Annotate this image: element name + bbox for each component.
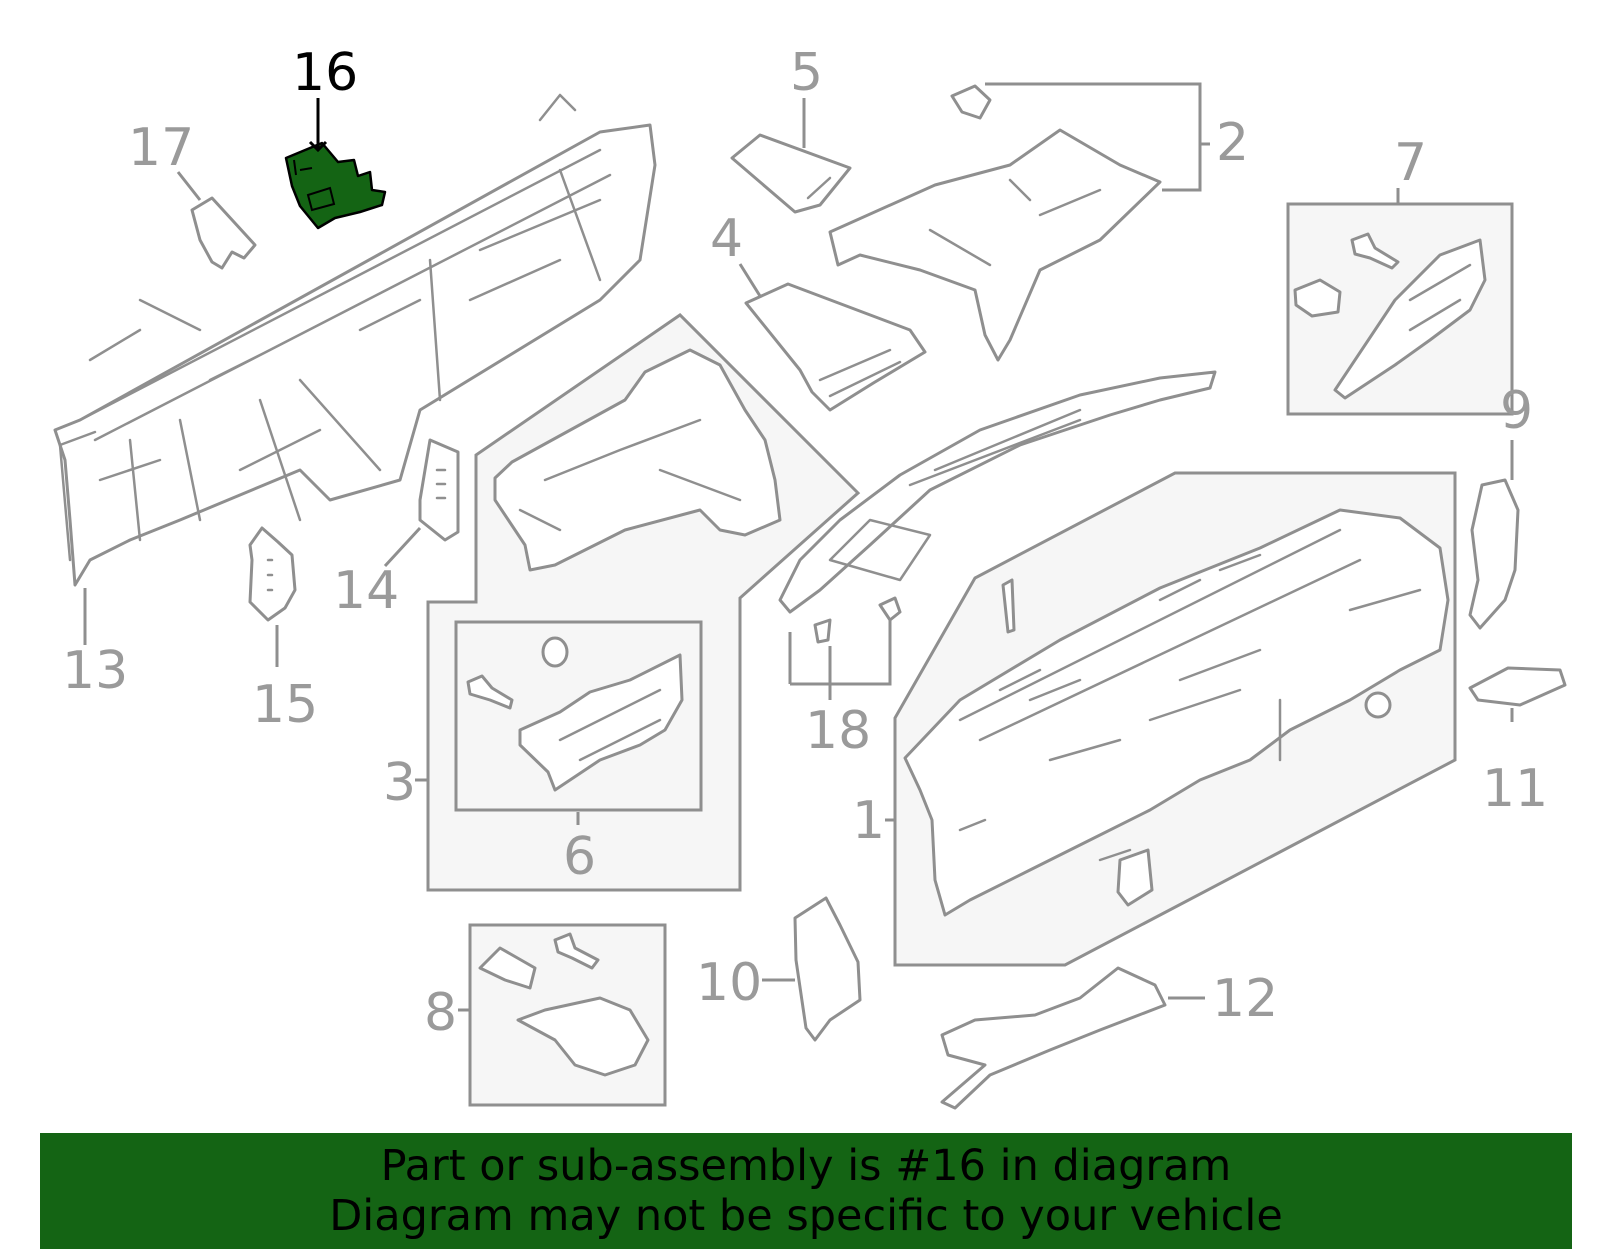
- callout-12: 12: [1212, 969, 1278, 1029]
- cross-car-beam-part-13: [53, 93, 657, 587]
- callout-2: 2: [1216, 113, 1249, 173]
- part-5-detail: [806, 176, 832, 200]
- cover-part-2: [828, 128, 1162, 362]
- part-7-nut: [1293, 278, 1342, 318]
- part-6-grommet: [541, 636, 569, 668]
- callout-13: 13: [62, 641, 128, 701]
- callout-3: 3: [383, 753, 416, 813]
- banner-line-2: Diagram may not be specific to your vehi…: [329, 1191, 1283, 1241]
- callout-5: 5: [790, 43, 823, 103]
- part-1-nut: [1364, 691, 1392, 719]
- cover-part-11: [1468, 666, 1567, 707]
- callout-14: 14: [333, 561, 399, 621]
- part-6-detail: [558, 688, 662, 762]
- callout-18: 18: [805, 701, 871, 761]
- callout-8: 8: [424, 983, 457, 1043]
- cover-part-5: [730, 133, 852, 214]
- callout-6: 6: [563, 827, 596, 887]
- callout-17: 17: [128, 118, 194, 178]
- instrument-panel-part-1: [903, 508, 1450, 917]
- part-8-screw: [553, 932, 600, 970]
- part-7-detail: [1408, 263, 1472, 332]
- part-1-bolt: [1001, 578, 1016, 634]
- part-8-bracket: [478, 946, 537, 990]
- banner-line-1: Part or sub-assembly is #16 in diagram: [380, 1141, 1232, 1191]
- part-18-clip-b: [878, 596, 902, 622]
- callout-1: 1: [852, 791, 885, 851]
- part-14-holes: [435, 468, 447, 500]
- callout-4: 4: [710, 209, 743, 269]
- part-6-screw: [466, 674, 514, 710]
- panel-part-10: [793, 896, 862, 1042]
- part-8-housing: [516, 996, 650, 1077]
- part-18-clip-a: [813, 618, 832, 644]
- callout-15: 15: [252, 675, 318, 735]
- duct-part-4: [744, 282, 927, 412]
- part-3-detail: [518, 418, 742, 532]
- part-18-detail: [828, 408, 1082, 582]
- part-7-screw: [1350, 232, 1400, 270]
- info-banner: Part or sub-assembly is #16 in diagram D…: [40, 1133, 1572, 1249]
- bracket-part-16-highlighted: [284, 141, 387, 230]
- bracket-part-14: [418, 438, 460, 542]
- part-1-bracket: [1116, 848, 1154, 907]
- duct-part-3: [493, 348, 782, 572]
- callout-7: 7: [1394, 133, 1427, 193]
- callout-11: 11: [1482, 759, 1548, 819]
- callout-10: 10: [696, 953, 762, 1013]
- leader-lines: [83, 82, 1514, 1012]
- callout-9: 9: [1500, 381, 1533, 441]
- part-2-clip: [950, 84, 992, 120]
- panel-part-12: [940, 966, 1167, 1110]
- part-4-detail: [818, 348, 902, 398]
- part-15-holes: [266, 558, 274, 592]
- panel-part-9: [1468, 478, 1520, 630]
- part-2-detail: [928, 178, 1102, 267]
- bracket-part-17: [190, 196, 257, 270]
- vent-part-6: [518, 653, 684, 792]
- callout-16: 16: [292, 43, 358, 103]
- defroster-part-18: [778, 370, 1217, 614]
